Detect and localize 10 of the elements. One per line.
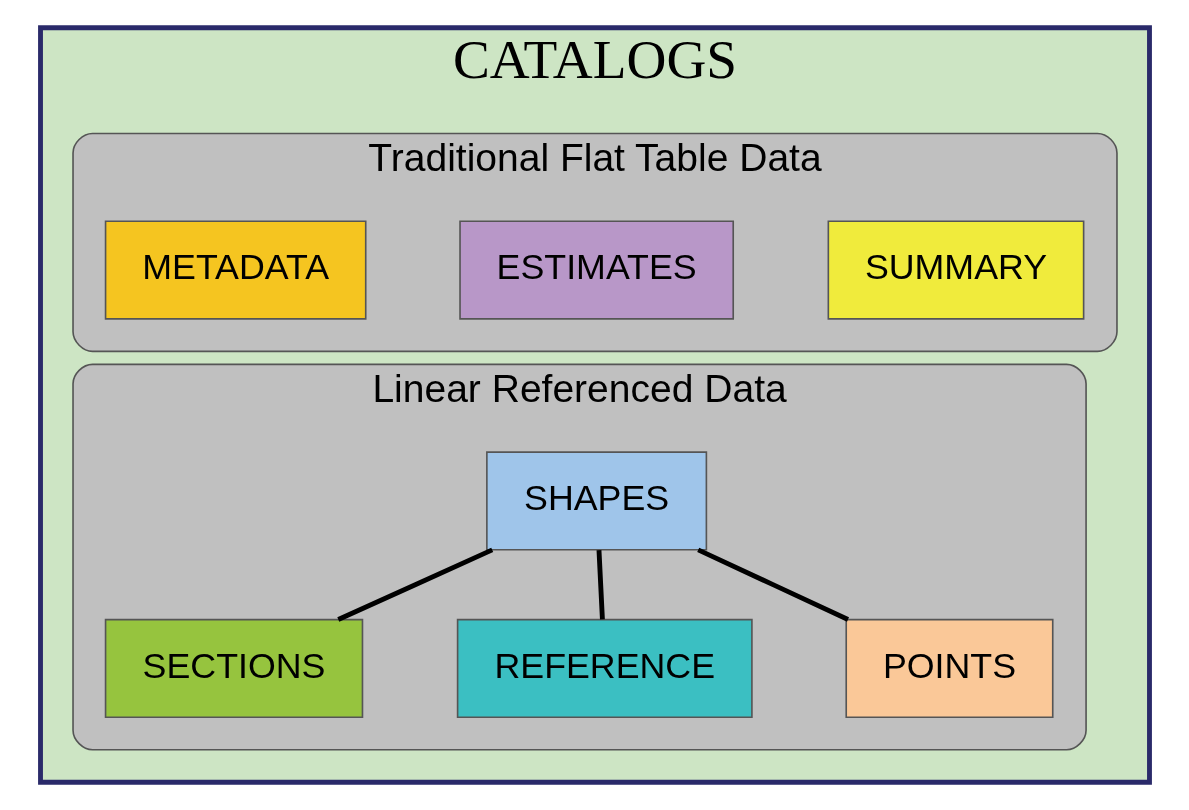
node-box: ESTIMATES (458, 220, 734, 320)
connector (336, 547, 493, 622)
connector (596, 549, 605, 620)
connector (696, 547, 849, 622)
node-box: SUMMARY (827, 220, 1084, 320)
node-box: METADATA (104, 220, 367, 320)
node-box: SECTIONS (104, 618, 363, 718)
node-box: POINTS (844, 618, 1054, 718)
node-box: SHAPES (485, 451, 707, 551)
node-box: REFERENCE (456, 618, 753, 718)
